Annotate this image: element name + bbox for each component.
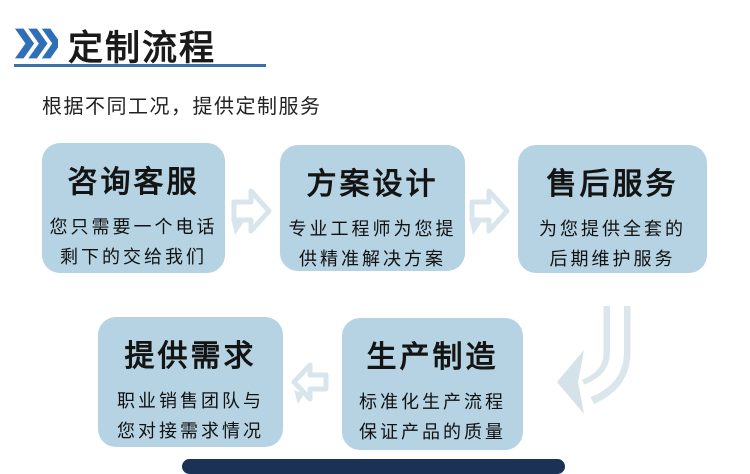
step-box-manufacture: 生产制造 标准化生产流程 保证产品的质量 xyxy=(342,318,523,450)
step-title: 提供需求 xyxy=(124,340,257,373)
step-box-design: 方案设计 专业工程师为您提 供精准解决方案 xyxy=(280,145,465,271)
arrow-right-icon xyxy=(469,188,510,235)
step-desc-line: 为您提供全套的 xyxy=(539,219,686,239)
step-title: 售后服务 xyxy=(546,168,679,201)
title-underline xyxy=(14,64,266,67)
step-box-aftersale: 售后服务 为您提供全套的 后期维护服务 xyxy=(518,145,707,273)
step-desc-line: 供精准解决方案 xyxy=(299,249,446,269)
step-box-consult: 咨询客服 您只需要一个电话 剩下的交给我们 xyxy=(42,143,225,273)
step-title: 生产制造 xyxy=(366,341,499,374)
section-title: 定制流程 xyxy=(68,29,217,68)
step-title: 方案设计 xyxy=(306,168,439,201)
section-subtitle: 根据不同工况，提供定制服务 xyxy=(42,96,322,118)
step-desc-line: 剩下的交给我们 xyxy=(60,247,207,267)
step-box-requirement: 提供需求 职业销售团队与 您对接需求情况 xyxy=(98,317,283,447)
triple-chevron-right-icon xyxy=(14,28,58,59)
step-desc-line: 后期维护服务 xyxy=(549,249,676,269)
step-desc-line: 保证产品的质量 xyxy=(359,422,506,442)
arrow-right-icon xyxy=(231,188,272,235)
arrow-left-icon xyxy=(291,362,329,404)
step-desc-line: 您只需要一个电话 xyxy=(49,217,218,237)
step-desc-line: 您对接需求情况 xyxy=(117,421,264,441)
arrow-curve-down-left-icon xyxy=(557,297,634,414)
step-desc-line: 专业工程师为您提 xyxy=(288,219,457,239)
step-desc-line: 标准化生产流程 xyxy=(359,392,506,412)
next-section-banner-cropped xyxy=(182,459,565,474)
step-title: 咨询客服 xyxy=(67,166,200,199)
step-desc-line: 职业销售团队与 xyxy=(117,391,264,411)
